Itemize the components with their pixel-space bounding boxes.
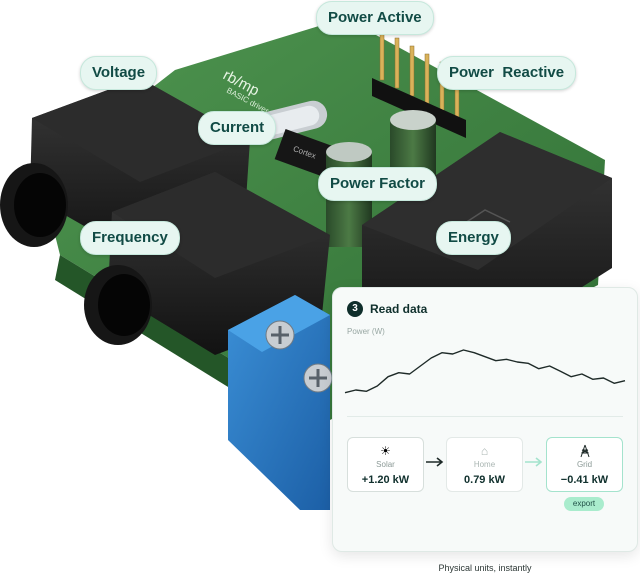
chart-y-label: Power (W) <box>347 327 385 336</box>
flow-value-solar: +1.20 kW <box>361 474 410 486</box>
callout-voltage: Voltage <box>80 56 158 90</box>
house-icon: ⌂ <box>480 444 489 458</box>
callout-power-factor: Power Factor <box>318 167 438 201</box>
series-line-power <box>344 349 626 394</box>
flow-name-grid: Grid <box>576 460 593 469</box>
callout-power-active: Power Active <box>316 1 434 35</box>
callout-power-reactive: Power Reactive <box>437 56 577 90</box>
step-badge: 3 <box>347 301 363 317</box>
read-data-card: 3 Read data Power (W) ☀ Solar +1.20 kW ⌂… <box>332 287 638 552</box>
card-title: Read data <box>370 302 428 316</box>
flow-name-home: Home <box>473 460 496 469</box>
flow-box-grid: Grid −0.41 kW <box>546 437 623 492</box>
callout-energy: Energy <box>436 221 511 255</box>
flow-box-solar: ☀ Solar +1.20 kW <box>347 437 424 492</box>
power-line-chart <box>344 349 626 394</box>
flow-value-home: 0.79 kW <box>464 474 505 486</box>
divider <box>347 416 623 417</box>
export-badge[interactable]: export <box>564 497 604 511</box>
caption: Physical units, instantly <box>438 563 532 573</box>
terminal-block <box>228 295 333 510</box>
callout-frequency: Frequency <box>80 221 180 255</box>
flow-value-grid: −0.41 kW <box>560 474 609 486</box>
callout-current: Current <box>198 111 277 145</box>
sun-icon: ☀ <box>380 444 391 458</box>
flow-box-home: ⌂ Home 0.79 kW <box>446 437 523 492</box>
transmission-tower-icon <box>547 444 622 458</box>
flow-name-solar: Solar <box>376 460 395 469</box>
arrow-right-icon <box>426 457 444 467</box>
arrow-right-icon <box>525 457 543 467</box>
